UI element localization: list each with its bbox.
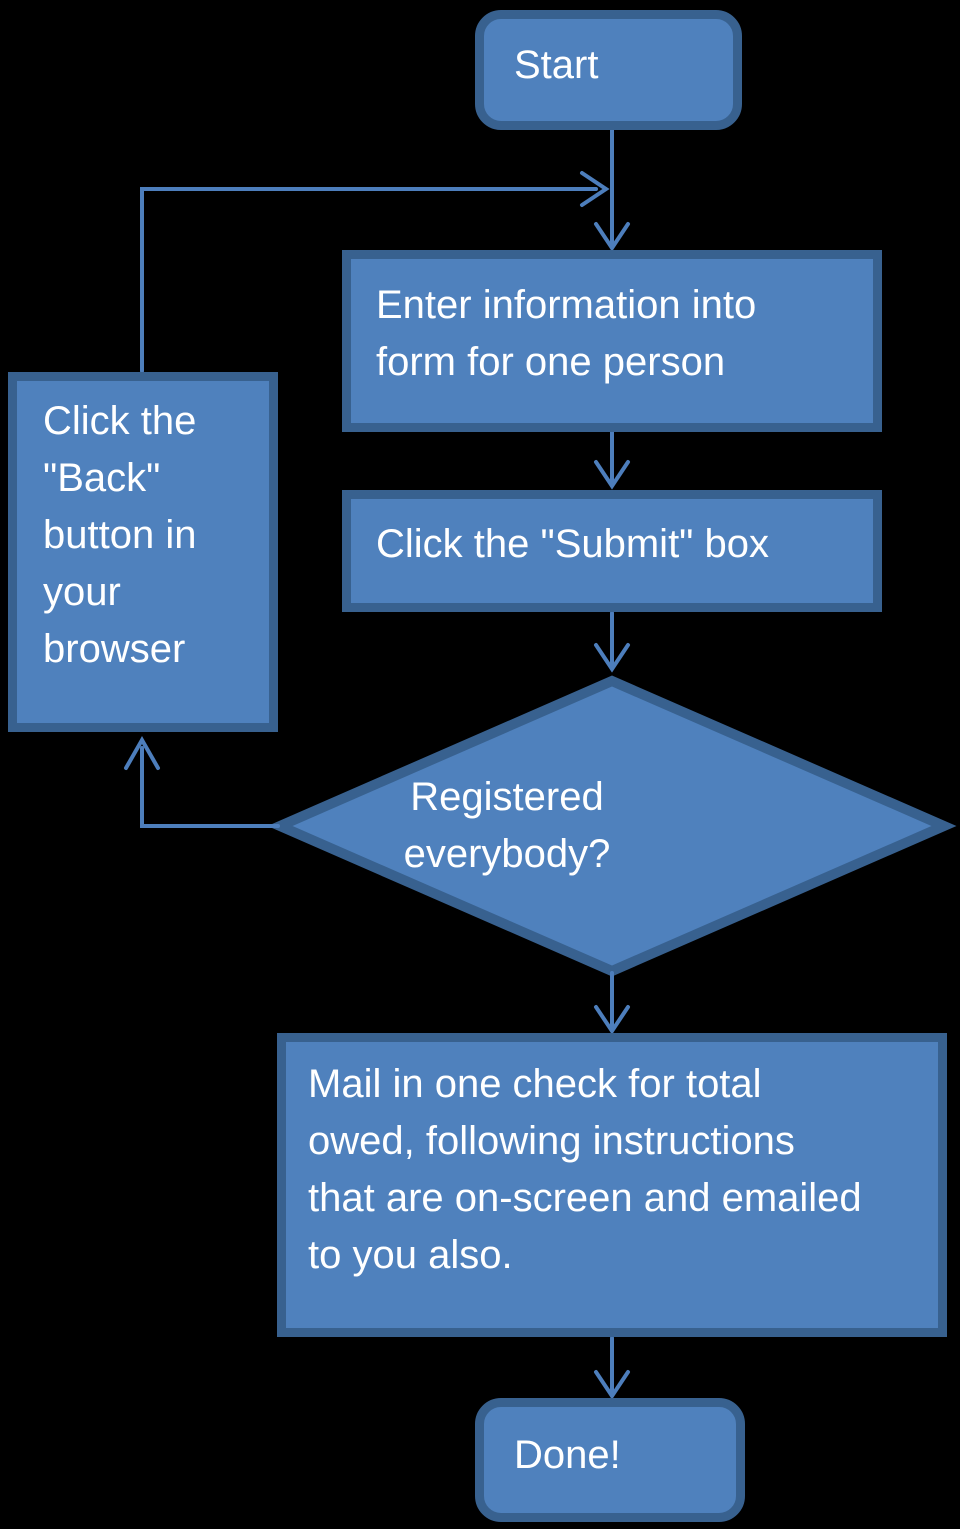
node-enter-information-label: Enter information into form for one pers… (376, 283, 757, 384)
arrowhead-down-mail (594, 1005, 630, 1035)
arrowhead-up-back (124, 735, 160, 770)
node-mail-check: Mail in one check for total owed, follow… (277, 1033, 947, 1337)
arrowhead-down-diamond (594, 643, 630, 673)
node-enter-information: Enter information into form for one pers… (342, 250, 882, 432)
arrowhead-right-junction (580, 171, 610, 207)
arrow-back-to-junction (140, 187, 598, 373)
node-registered-everybody-label: Registered everybody? (403, 775, 611, 876)
arrowhead-down-enter (594, 222, 630, 252)
node-done-label: Done! (514, 1432, 621, 1477)
node-click-back-button: Click the "Back" button in your browser (8, 372, 278, 732)
node-start: Start (475, 10, 742, 130)
node-click-submit: Click the "Submit" box (342, 490, 882, 612)
node-start-label: Start (514, 42, 599, 87)
node-click-submit-label: Click the "Submit" box (376, 522, 769, 566)
arrowhead-down-submit (594, 460, 630, 490)
arrow-diamond-to-back (140, 746, 280, 828)
node-click-back-button-label: Click the "Back" button in your browser (43, 399, 197, 671)
node-mail-check-label: Mail in one check for total owed, follow… (308, 1062, 862, 1277)
arrowhead-down-done (594, 1370, 630, 1400)
node-done: Done! (475, 1398, 745, 1522)
